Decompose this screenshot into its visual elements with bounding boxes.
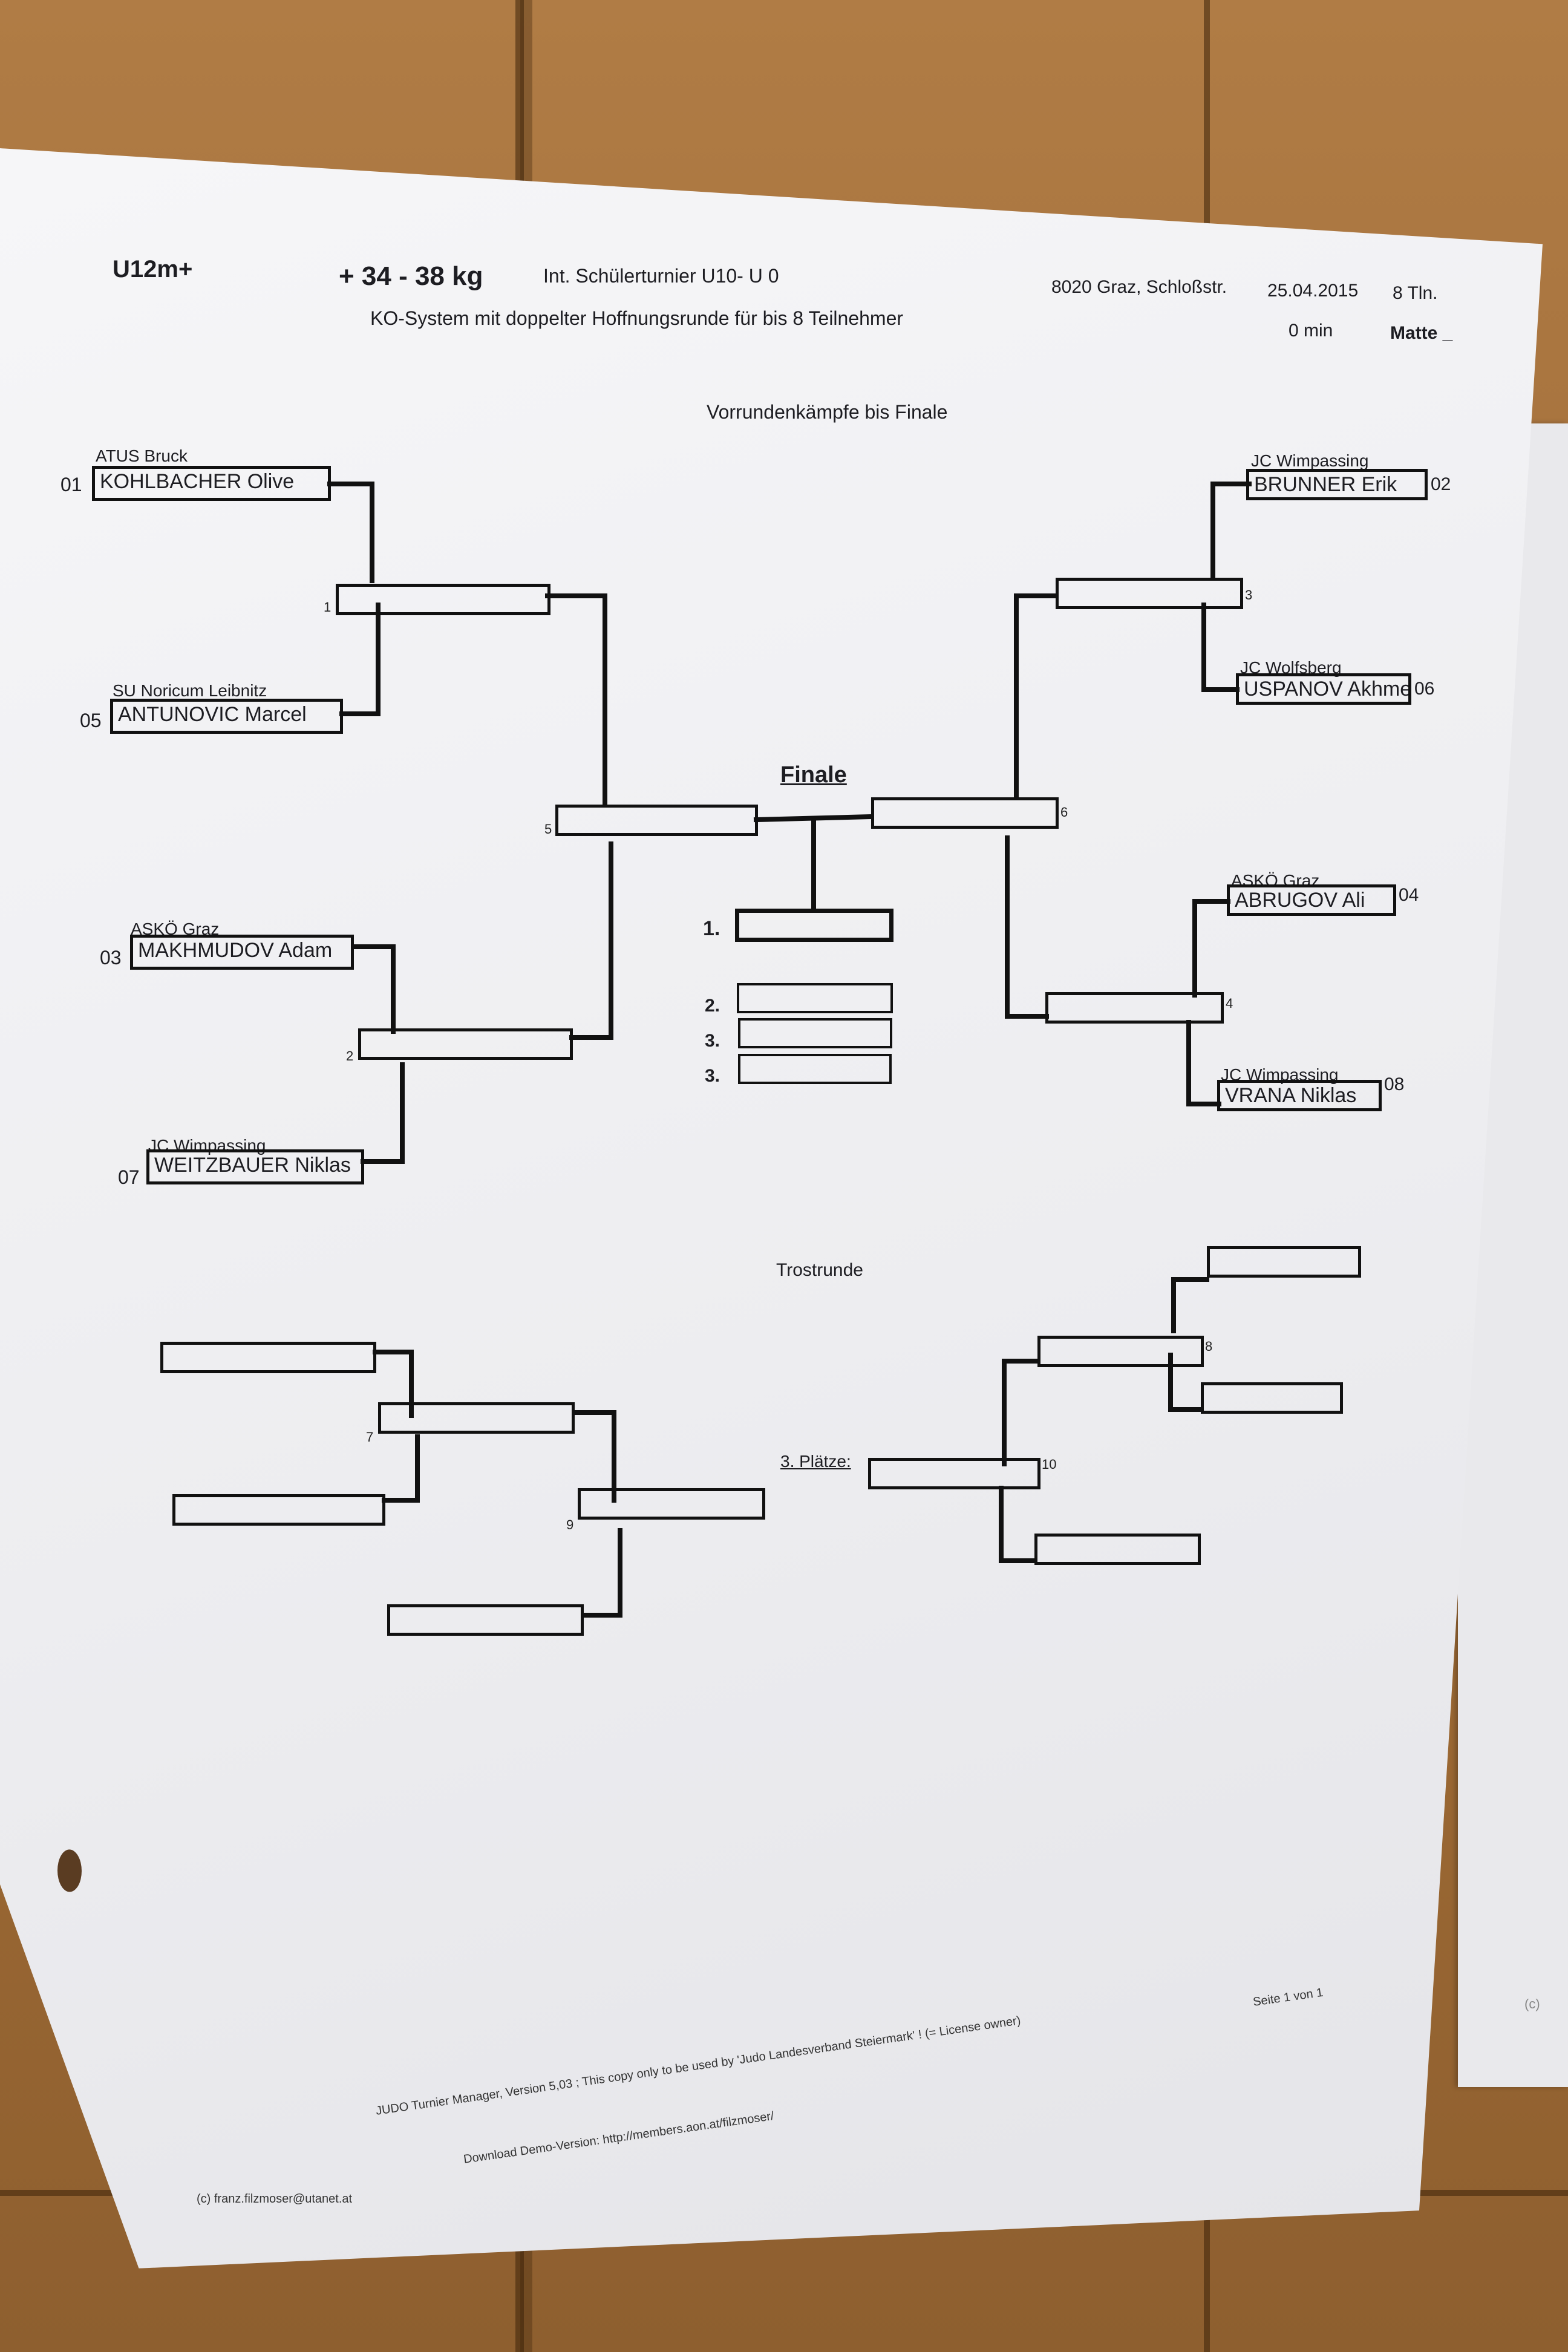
tournament-system: KO-System mit doppelter Hoffnungsrunde f… (370, 307, 904, 329)
competitor-name-box: MAKHMUDOV Adam (130, 935, 354, 970)
bout-number: 1 (324, 599, 332, 615)
competitor-seed: 02 (1431, 474, 1451, 494)
bout-number: 5 (544, 822, 552, 837)
bout-duration: 0 min (1289, 321, 1333, 341)
bout-result-box (378, 1402, 575, 1434)
bout-result-box (868, 1458, 1040, 1489)
repechage-slot-box (1201, 1382, 1343, 1414)
competitor-name-box: ANTUNOVIC Marcel (110, 699, 343, 734)
competitor-club: JC Wolfsberg (1240, 658, 1342, 677)
bout-number: 3 (1245, 587, 1253, 603)
competitor-seed: 03 (100, 947, 122, 969)
bout-result-box (1045, 992, 1224, 1024)
placing-box-third (738, 1018, 892, 1048)
bout-number: 7 (366, 1429, 374, 1445)
repechage-slot-box (160, 1342, 376, 1373)
placing-label: 1. (703, 917, 720, 940)
bout-result-box (555, 805, 758, 836)
bout-number: 4 (1226, 996, 1233, 1011)
bout-result-box (336, 584, 550, 615)
placing-label: 3. (705, 1031, 720, 1051)
repechage-slot-box (1207, 1246, 1361, 1278)
bout-number: 2 (346, 1048, 354, 1063)
bout-result-box (578, 1488, 765, 1520)
competitor-name-box: ABRUGOV Ali (1227, 884, 1396, 916)
final-heading: Finale (780, 762, 847, 788)
placing-box-second (737, 983, 893, 1013)
repechage-slot-box (387, 1604, 584, 1636)
placing-label: 3. (705, 1066, 720, 1086)
bout-result-box (871, 797, 1059, 829)
competitor-name-box: BRUNNER Erik (1246, 469, 1428, 500)
bout-number: 9 (566, 1517, 574, 1532)
competitor-club: ASKÖ Graz (131, 920, 220, 938)
competitor-seed: 05 (80, 710, 102, 731)
mat-number: Matte _ (1390, 323, 1453, 343)
competitor-seed: 08 (1384, 1074, 1405, 1094)
third-places-heading: 3. Plätze: (780, 1452, 851, 1471)
location: 8020 Graz, Schloßstr. (1051, 277, 1227, 297)
tournament-date: 25.04.2015 (1267, 281, 1359, 301)
bout-number: 10 (1042, 1457, 1057, 1472)
bout-result-box (1056, 578, 1243, 609)
competitor-club: JC Wimpassing (1251, 451, 1369, 470)
repechage-slot-box (172, 1494, 385, 1526)
competitor-name-box: KOHLBACHER Olive (92, 466, 331, 501)
competitor-seed: 07 (118, 1166, 140, 1188)
preliminary-heading: Vorrundenkämpfe bis Finale (707, 401, 948, 423)
competitor-seed: 01 (60, 474, 82, 495)
weight-class: + 34 - 38 kg (339, 261, 483, 291)
repechage-heading: Trostrunde (776, 1260, 863, 1280)
bout-result-box (1037, 1336, 1204, 1367)
competitor-club: SU Noricum Leibnitz (113, 681, 267, 700)
competitor-club: ATUS Bruck (96, 446, 188, 465)
competitor-name-box: VRANA Niklas (1217, 1080, 1382, 1111)
footer-copyright: (c) franz.filzmoser@utanet.at (197, 2192, 353, 2206)
placing-box-third (738, 1054, 892, 1084)
tournament-name: Int. Schülerturnier U10- U 0 (543, 265, 779, 287)
bout-number: 8 (1205, 1339, 1213, 1354)
repechage-slot-box (1034, 1534, 1201, 1565)
bout-result-box (358, 1028, 573, 1060)
bout-number: 6 (1060, 805, 1068, 820)
participant-count: 8 Tln. (1393, 283, 1438, 303)
placing-label: 2. (705, 996, 720, 1016)
adjacent-sheet-text: (c) (1524, 1996, 1540, 2011)
category-label: U12m+ (113, 256, 193, 283)
competitor-name-box: USPANOV Akhmed (1236, 673, 1411, 705)
competitor-seed: 04 (1399, 885, 1419, 905)
placing-box-first (735, 909, 893, 942)
competitor-name-box: WEITZBAUER Niklas (146, 1149, 364, 1184)
competitor-seed: 06 (1414, 679, 1435, 699)
